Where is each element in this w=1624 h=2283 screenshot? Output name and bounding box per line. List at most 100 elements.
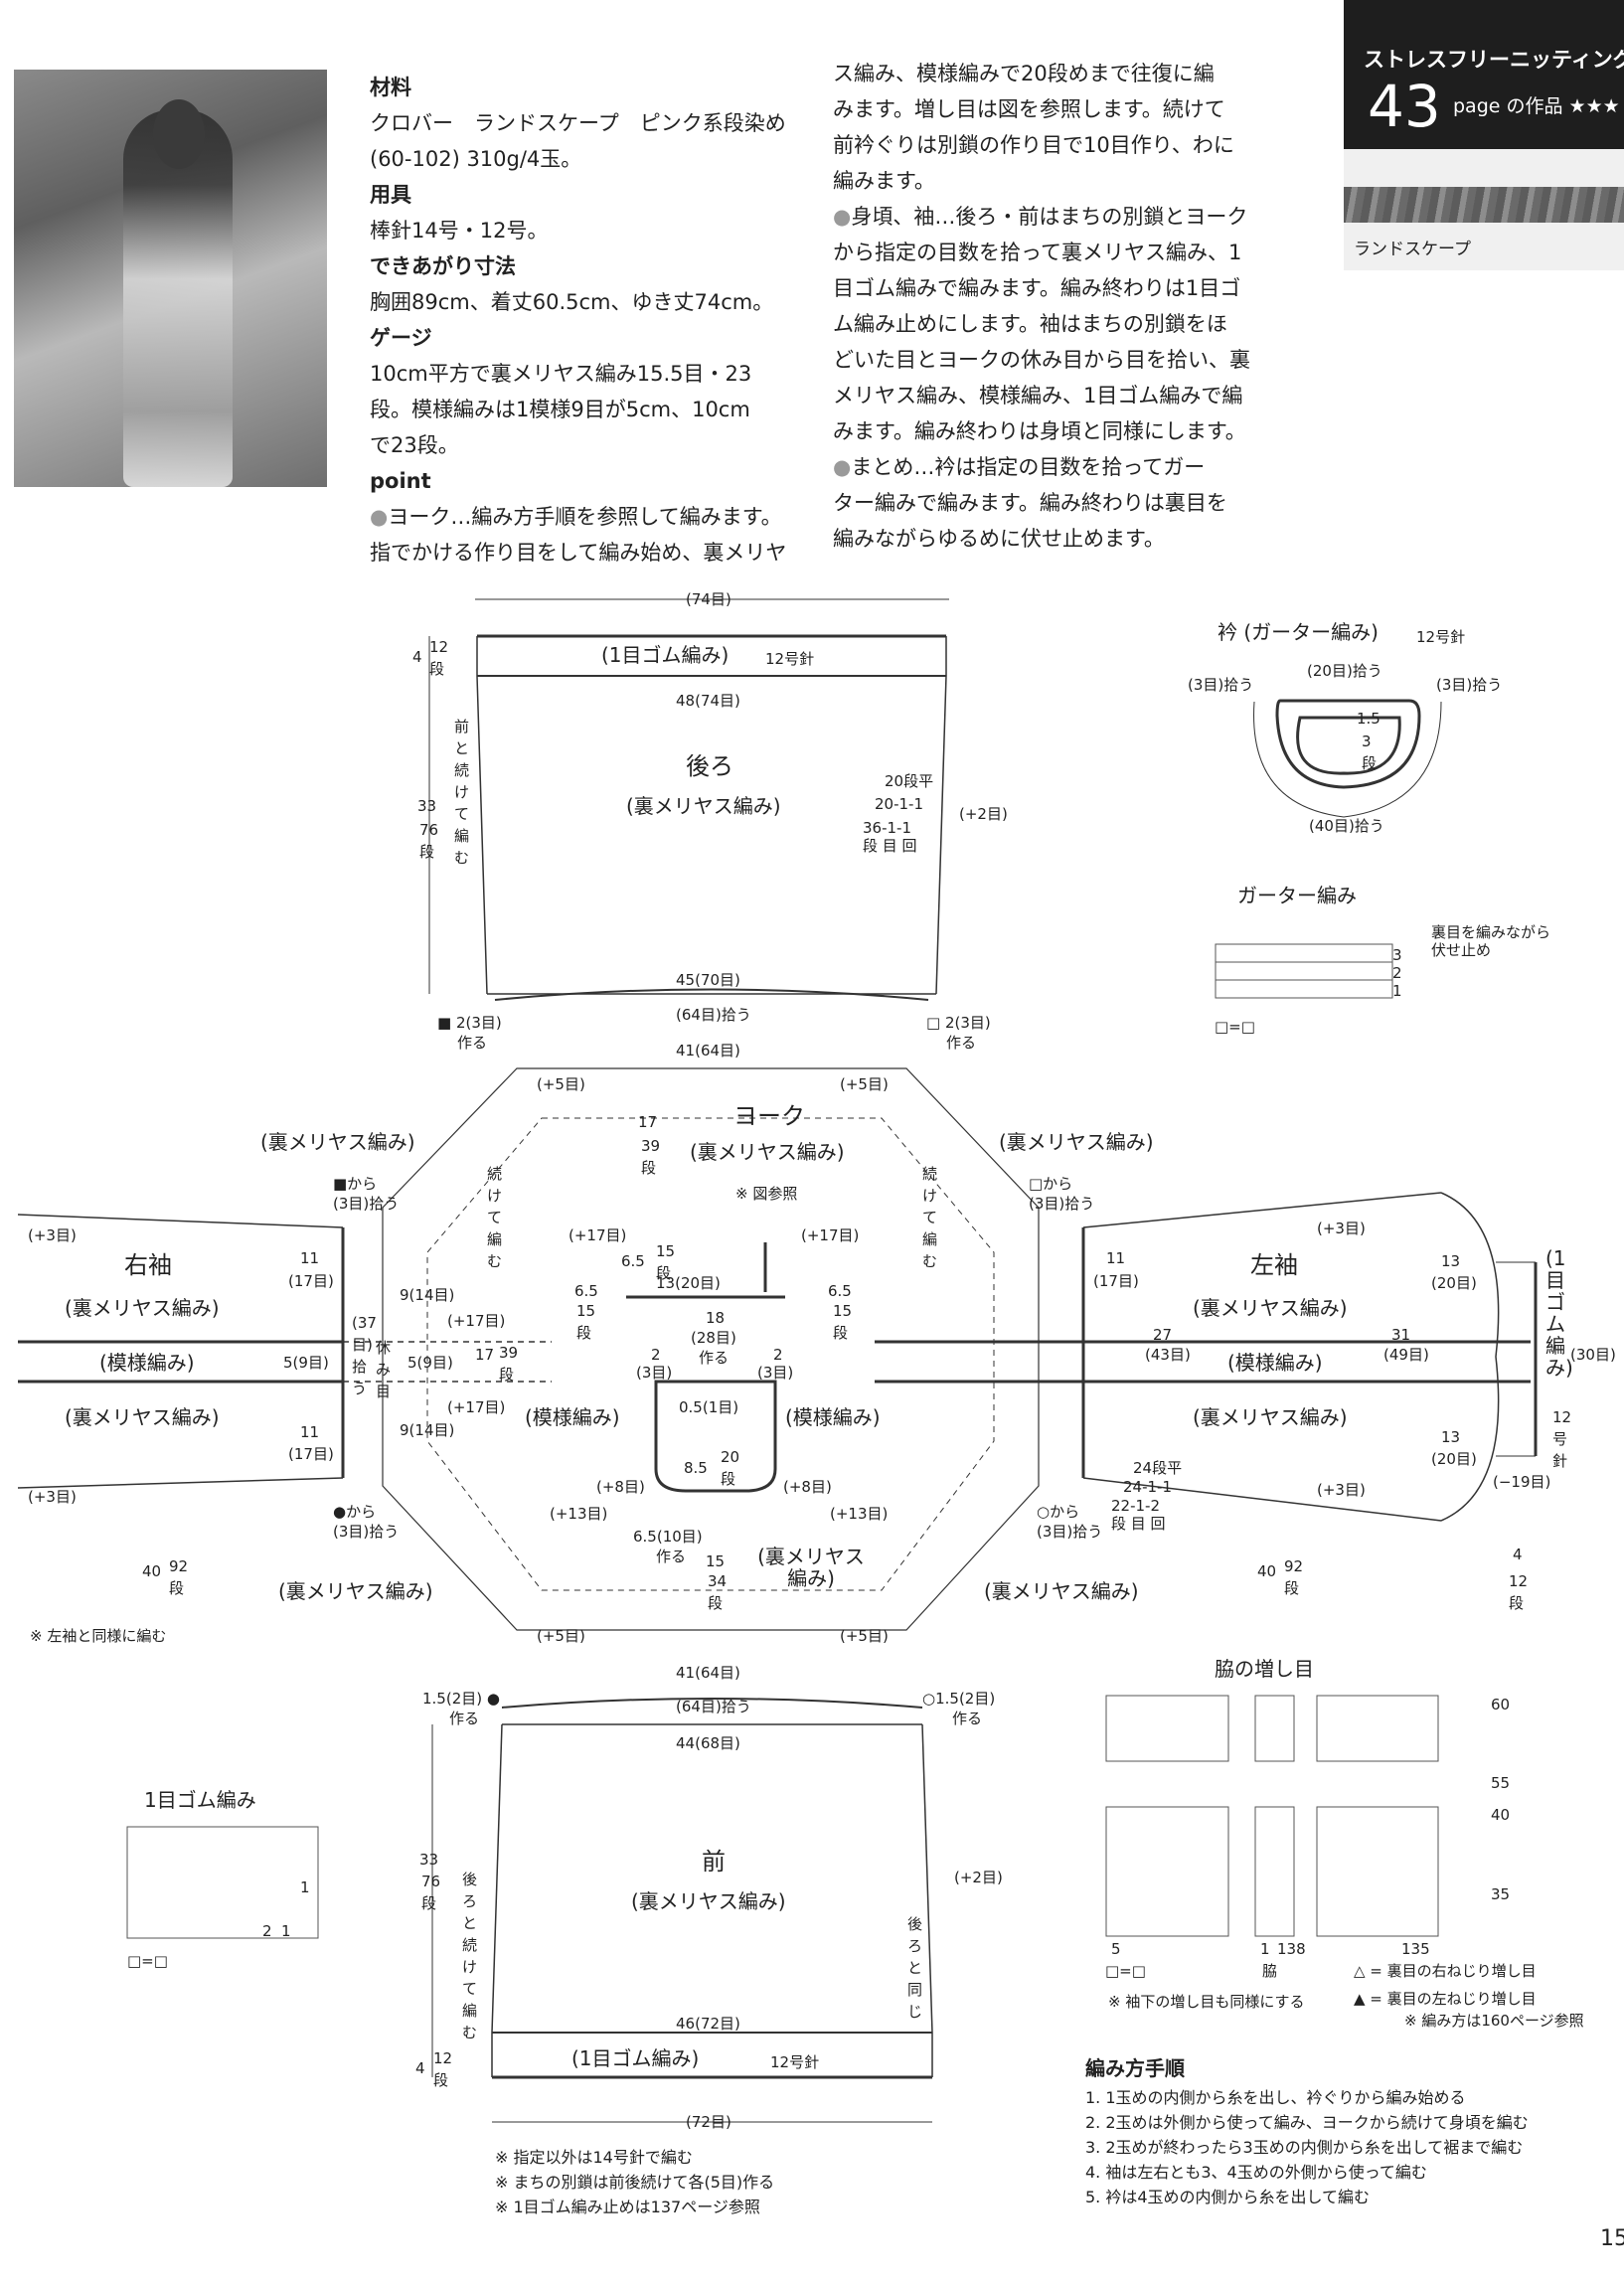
- lsleeve-h13-top: 13: [1441, 1252, 1461, 1270]
- gauge-line-3: で23段。: [370, 433, 459, 457]
- instr-line: メリヤス編み、模様編み、1目ゴム編みで編: [833, 384, 1243, 408]
- model-photo: [14, 70, 327, 487]
- yoke-s65-neck: 6.5(10目): [633, 1528, 703, 1546]
- lsleeve-inc-2: 24-1-1: [1123, 1478, 1172, 1496]
- rib-col-1: 1: [281, 1922, 291, 1940]
- front-right-gusset: ○1.5(2目): [922, 1690, 996, 1708]
- lsleeve-w49: (49目): [1383, 1346, 1429, 1364]
- side-col-5: 5: [1111, 1940, 1121, 1958]
- bullet-icon: ●: [370, 505, 389, 529]
- front-h76: 76段: [421, 1873, 441, 1912]
- lsleeve-plus3-bottom: (+3目): [1317, 1481, 1366, 1499]
- side-row-60: 60: [1491, 1696, 1511, 1713]
- materials-column: 材料 クロバー ランドスケープ ピンク系段染め (60-102) 310g/4玉…: [370, 70, 817, 571]
- size-text: 胸囲89cm、着丈60.5cm、ゆき丈74cm。: [370, 290, 774, 314]
- rib-chart-grid: [126, 1826, 319, 1939]
- back-right-gusset: □ 2(3目): [926, 1014, 991, 1032]
- rsleeve-h17-top: (17目): [288, 1272, 334, 1290]
- yoke-width-top: 41(64目): [676, 1042, 740, 1060]
- yoke-w28: (28目): [691, 1329, 736, 1347]
- lsleeve-h20-top: (20目): [1431, 1274, 1477, 1292]
- rsleeve-plus17-b: (+17目): [447, 1398, 506, 1416]
- yoke-s20: 20段: [721, 1448, 740, 1488]
- heading-size: できあがり寸法: [370, 254, 516, 278]
- rsleeve-h11-bottom: 11: [300, 1423, 320, 1441]
- instr-line: どいた目とヨークの休み目から目を拾い、裏: [833, 348, 1250, 372]
- instr-line: みます。増し目は図を参照します。続けて: [833, 97, 1225, 121]
- side-col-138: 138: [1277, 1940, 1306, 1958]
- lsleeve-pick3: (3目)拾う: [1029, 1195, 1095, 1213]
- step-item: 4. 袖は左右とも3、4玉めの外側から使って編む: [1085, 2163, 1427, 2182]
- yoke-s85: 8.5: [684, 1459, 708, 1477]
- back-h76: 76段: [419, 821, 439, 861]
- page-ref-text: page の作品 ★★★: [1453, 95, 1620, 117]
- lsleeve-inc-4: 段 目 回: [1111, 1515, 1166, 1533]
- instr-line: ス編み、模様編みで20段めまで往復に編: [833, 62, 1215, 85]
- back-plus2: (+2目): [959, 805, 1008, 823]
- collar-right: (3目)拾う: [1436, 676, 1503, 694]
- lsleeve-rib: (1目ゴム編み): [1545, 1246, 1573, 1380]
- instr-line: ●身頃、袖…後ろ・前はまちの別鎖とヨーク: [833, 205, 1248, 229]
- garter-note-1: 裏目を編みながら: [1431, 923, 1551, 941]
- back-left-make: 作る: [457, 1034, 488, 1052]
- rib-row-1: 1: [300, 1878, 310, 1896]
- lsleeve-w43: (43目): [1145, 1346, 1191, 1364]
- yoke-pattern-left: (模様編み): [525, 1405, 620, 1429]
- yoke-plus5-right: (+5目): [840, 1075, 889, 1093]
- rsleeve-pattern: (模様編み): [99, 1351, 195, 1375]
- back-pick64: (64目)拾う: [676, 1006, 751, 1024]
- lsleeve-needle: 12号針: [1552, 1408, 1572, 1470]
- yoke-plus8-left: (+8目): [596, 1478, 645, 1496]
- point-line-1: ●ヨーク…編み方手順を参照して編みます。: [370, 505, 782, 529]
- material-line-1: クロバー ランドスケープ ピンク系段染め: [370, 111, 786, 135]
- gauge-line-2: 段。模様編みは1模様9目が5cm、10cm: [370, 398, 750, 421]
- back-h4: 4: [412, 648, 422, 666]
- yoke-plus13-right: (+13目): [830, 1505, 889, 1523]
- lsleeve-len92: 92段: [1284, 1557, 1304, 1597]
- back-inc-4: 段 目 回: [863, 837, 917, 855]
- garter-note-2: 伏せ止め: [1431, 941, 1492, 959]
- front-h33: 33: [419, 1851, 439, 1869]
- back-stitch: (裏メリヤス編み): [626, 794, 781, 818]
- back-inc-2: 20-1-1: [875, 795, 923, 813]
- yoke-continue-right: 続けて編む: [922, 1165, 938, 1270]
- front-same: 後ろと同じ: [907, 1915, 923, 2021]
- back-h12: 12段: [429, 638, 449, 678]
- side-title: 脇の増し目: [1215, 1657, 1314, 1681]
- back-left-gusset: ■ 2(3目): [437, 1014, 502, 1032]
- rsleeve-len92: 92段: [169, 1557, 189, 1597]
- model-head: [153, 99, 205, 169]
- garter-row-3: 3: [1392, 946, 1402, 964]
- front-left-make: 作る: [449, 1710, 480, 1727]
- side-key-right: △ = 裏目の右ねじり増し目: [1354, 1962, 1537, 1980]
- lsleeve-len40: 40: [1257, 1562, 1277, 1580]
- back-width-48: 48(74目): [676, 692, 740, 710]
- instr-line: ●まとめ…衿は指定の目数を拾ってガー: [833, 455, 1206, 479]
- collar-left: (3目)拾う: [1188, 676, 1254, 694]
- collar-bottom: (40目)拾う: [1309, 817, 1384, 835]
- side-row-55: 55: [1491, 1774, 1511, 1792]
- heading-material: 材料: [370, 76, 411, 99]
- side-note-sleeve: ※ 袖下の増し目も同様にする: [1108, 1993, 1305, 2011]
- rsleeve-plus3-top: (+3目): [28, 1226, 77, 1244]
- lsleeve-w31: 31: [1391, 1326, 1411, 1344]
- rsleeve-s39: 39段: [499, 1344, 519, 1384]
- lsleeve-w27: 27: [1153, 1326, 1173, 1344]
- yoke-plus8-right: (+8目): [783, 1478, 832, 1496]
- instr-line: 目ゴム編みで編みます。編み終わりは1目ゴ: [833, 276, 1241, 300]
- front-stitch: (裏メリヤス編み): [631, 1889, 786, 1913]
- heading-tools: 用具: [370, 183, 411, 207]
- side-increase-chart: [1105, 1695, 1439, 1937]
- rsleeve-from-circle: ●から: [333, 1503, 377, 1521]
- yoke-title: ヨーク: [733, 1102, 805, 1130]
- garter-chart-grid: [1215, 943, 1393, 999]
- collar-top: (20目)拾う: [1307, 662, 1382, 680]
- rsleeve-pick3: (3目)拾う: [333, 1195, 400, 1213]
- yoke-s2-left: 2: [651, 1346, 661, 1364]
- yoke-plus5-br: (+5目): [840, 1627, 889, 1645]
- front-bottom-width: (72目): [686, 2113, 731, 2131]
- yoke-plus5-bl: (+5目): [537, 1627, 585, 1645]
- side-waki: 脇: [1262, 1962, 1278, 1980]
- back-continue-note: 前と続けて編む: [454, 718, 470, 867]
